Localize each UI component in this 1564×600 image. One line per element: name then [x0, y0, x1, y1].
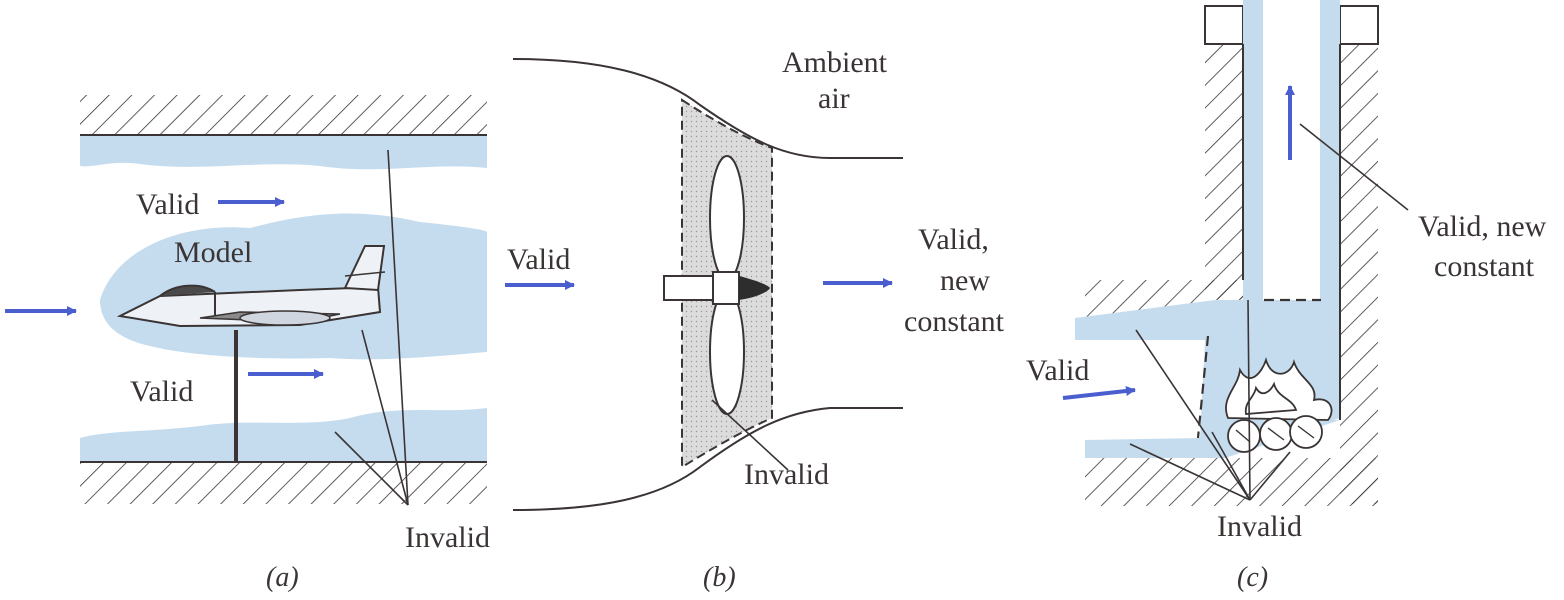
- chimney-left-wall: [1205, 44, 1243, 299]
- model-wake-region: [100, 213, 487, 360]
- caption-b: (b): [703, 562, 736, 593]
- tunnel-ceiling-hatch: [80, 95, 487, 135]
- label-valid-left: Valid: [507, 243, 570, 276]
- panel-c: Valid, new constant Valid Invalid (c): [1026, 0, 1547, 593]
- aircraft-model-icon: [116, 245, 386, 328]
- invalid-leader-lines: [1129, 299, 1291, 501]
- label-model: Model: [174, 236, 252, 269]
- label-invalid: Invalid: [405, 521, 490, 554]
- flue-valid-right: [1320, 0, 1340, 310]
- label-valid-new-line1: Valid,: [918, 223, 989, 256]
- inlet-arrow: [1062, 386, 1136, 400]
- propeller-icon: [663, 155, 770, 415]
- fire-icon: [1225, 357, 1333, 453]
- chimney-right-wall: [1340, 44, 1378, 504]
- label-valid-lower: Valid: [130, 375, 193, 408]
- fireplace-floor: [1085, 458, 1378, 506]
- label-valid-new-line3: constant: [904, 305, 1005, 338]
- chimney-cap-right: [1339, 5, 1379, 45]
- streamtube-upper: [512, 58, 903, 159]
- invalid-control-surface: [1196, 298, 1321, 439]
- chimney-cap-left: [1204, 5, 1244, 45]
- label-ambient-line2: air: [818, 82, 850, 115]
- caption-c: (c): [1237, 562, 1268, 593]
- invalid-leader-line: [711, 399, 789, 471]
- label-valid-new-line2: constant: [1434, 250, 1535, 283]
- streamtube-lower: [512, 407, 903, 511]
- label-invalid: Invalid: [744, 458, 829, 491]
- label-valid-new-line2: new: [940, 264, 990, 297]
- floor-boundary-layer: [80, 408, 487, 461]
- label-ambient-line1: Ambient: [782, 46, 888, 79]
- ceiling-boundary-layer: [80, 136, 487, 170]
- label-valid-upper: Valid: [136, 188, 199, 221]
- invalid-leader-lines: [334, 149, 409, 506]
- panel-b: Ambient air Valid Valid, new constant In…: [505, 46, 1005, 593]
- panel-a: Valid Model Valid Invalid (a): [5, 95, 490, 593]
- caption-a: (a): [266, 562, 299, 593]
- label-valid-left: Valid: [1026, 354, 1089, 387]
- tunnel-floor-hatch: [80, 462, 487, 504]
- label-invalid: Invalid: [1217, 510, 1302, 543]
- flue-valid-left: [1243, 0, 1263, 310]
- label-valid-new-line1: Valid, new: [1418, 210, 1547, 243]
- valid-new-leader-line: [1299, 123, 1409, 211]
